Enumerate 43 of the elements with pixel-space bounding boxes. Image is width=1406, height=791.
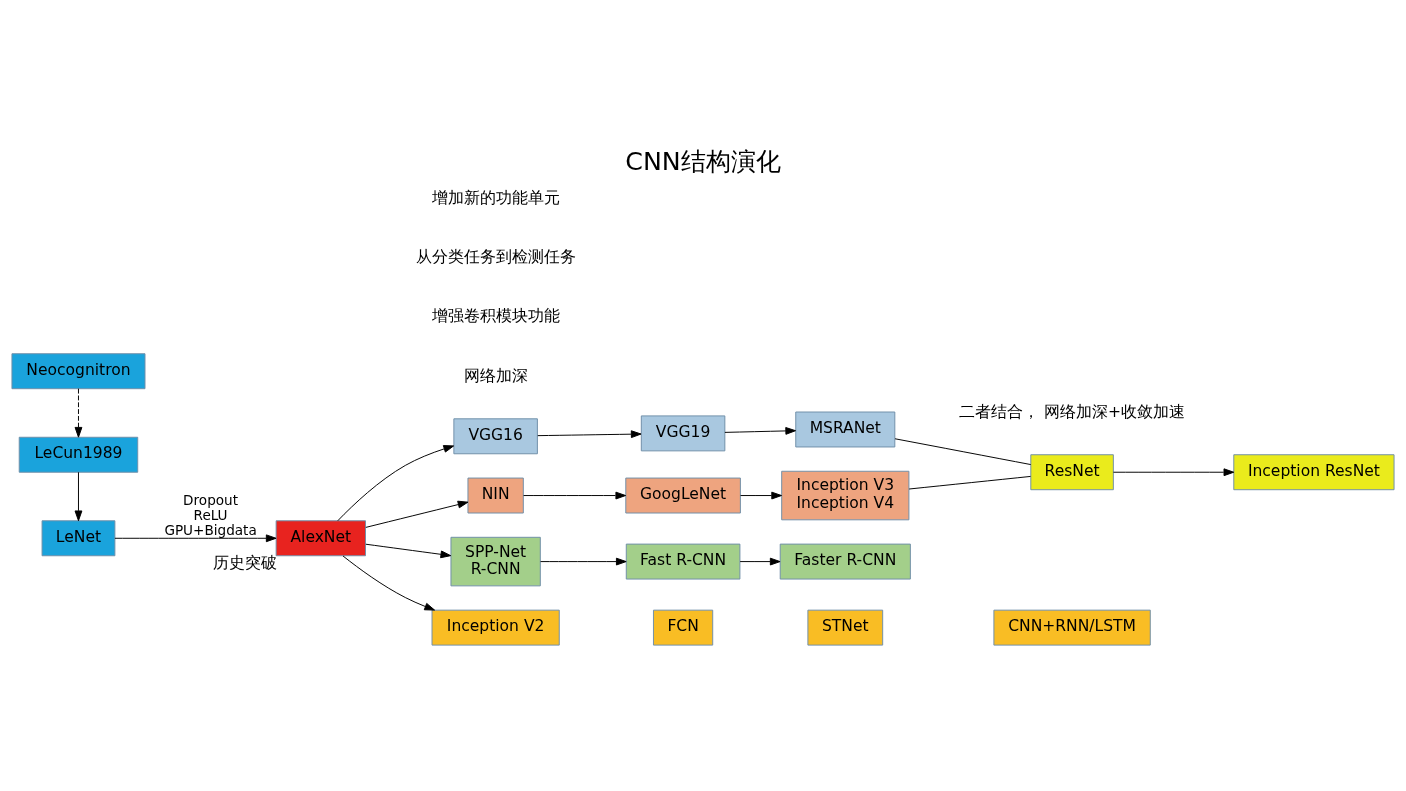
node-box: LeNet bbox=[41, 520, 116, 557]
node-box: MSRANet bbox=[795, 411, 896, 448]
connector bbox=[908, 475, 1031, 490]
arrow bbox=[365, 543, 452, 559]
node-box: Faster R-CNN bbox=[779, 543, 911, 580]
label: 网络加深 bbox=[463, 366, 528, 385]
arrow bbox=[540, 557, 627, 566]
label: 从分类任务到检测任务 bbox=[415, 248, 576, 267]
arrow bbox=[1113, 468, 1235, 477]
label: 二者结合， 网络加深+收敛加速 bbox=[959, 402, 1186, 421]
arrow bbox=[365, 500, 469, 528]
node-box: Inception V3 Inception V4 bbox=[781, 470, 910, 521]
arrow bbox=[739, 557, 781, 566]
arrow bbox=[337, 445, 455, 522]
arrow bbox=[74, 388, 83, 438]
arrow bbox=[342, 555, 436, 611]
arrow bbox=[724, 427, 797, 435]
node-box: GoogLeNet bbox=[625, 477, 741, 514]
arrow bbox=[523, 491, 627, 500]
diagram-title: CNN结构演化 bbox=[625, 146, 781, 176]
node-box: STNet bbox=[807, 609, 884, 646]
node-box: Inception ResNet bbox=[1233, 454, 1395, 491]
label: 增加新的功能单元 bbox=[431, 189, 560, 207]
node-box: FCN bbox=[653, 609, 714, 646]
arrow bbox=[114, 534, 277, 543]
arrow bbox=[537, 430, 642, 439]
label: 增强卷积模块功能 bbox=[431, 307, 560, 326]
node-box: SPP-Net R-CNN bbox=[450, 536, 541, 587]
node-box: Neocognitron bbox=[11, 353, 146, 390]
node-box: CNN+RNN/LSTM bbox=[993, 609, 1151, 646]
node-box: AlexNet bbox=[275, 520, 366, 557]
arrow bbox=[74, 471, 83, 522]
node-box: Fast R-CNN bbox=[625, 543, 741, 580]
edge-label: Dropout ReLU GPU+Bigdata bbox=[164, 492, 257, 538]
node-box: Inception V2 bbox=[431, 609, 560, 646]
node-box: NIN bbox=[467, 477, 524, 514]
node-box: ResNet bbox=[1030, 454, 1114, 491]
arrow bbox=[740, 491, 782, 500]
node-label: 历史突破 bbox=[213, 554, 278, 573]
connector bbox=[894, 438, 1032, 466]
node-box: LeCun1989 bbox=[18, 436, 139, 473]
node-box: VGG19 bbox=[640, 415, 726, 452]
node-box: VGG16 bbox=[453, 418, 538, 455]
